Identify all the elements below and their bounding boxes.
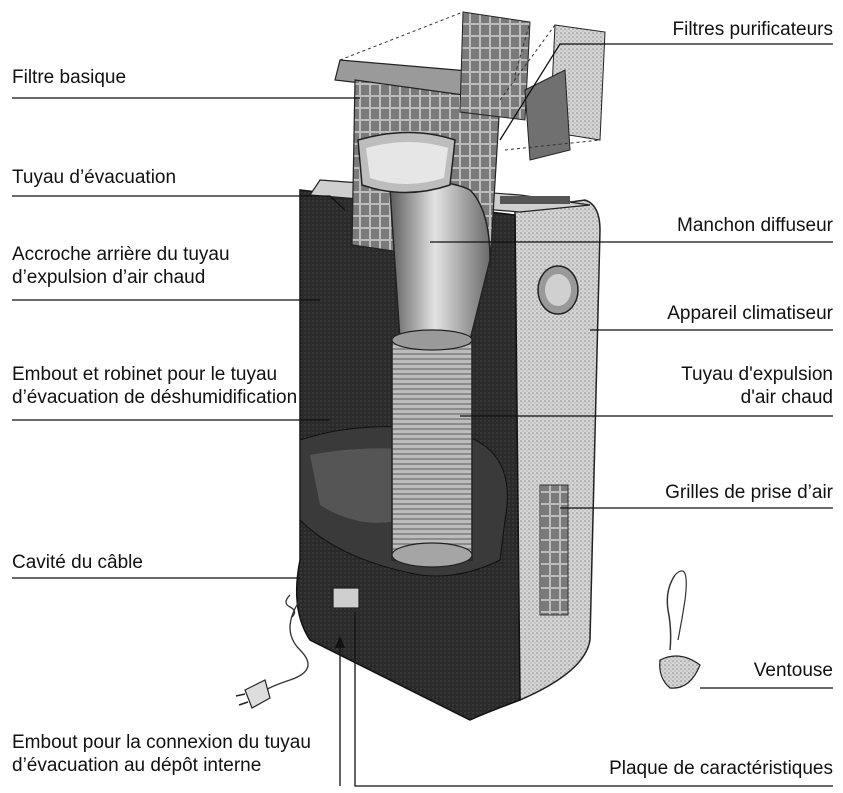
label-filtre-basique: Filtre basique <box>12 67 127 88</box>
leader-lines <box>12 43 833 787</box>
label-plaque-caracteristiques: Plaque de caractéristiques <box>609 758 833 779</box>
top-vent <box>500 196 570 204</box>
plug-icon <box>235 679 271 709</box>
label-embout-robinet: Embout et robinet pour le tuyau d’évacua… <box>12 364 298 408</box>
exhaust-hose <box>391 329 473 568</box>
label-filtres-purificateurs: Filtres purificateurs <box>672 19 834 40</box>
arrow-icon <box>335 636 345 648</box>
rating-plate <box>332 587 360 609</box>
filter-guide-lines <box>339 11 601 151</box>
diffuser-sleeve <box>357 131 491 341</box>
label-embout-connexion: Embout pour la connexion du tuyau d’évac… <box>12 732 311 776</box>
side-air-grille <box>539 484 569 616</box>
label-ventouse: Ventouse <box>753 660 833 681</box>
purifier-filters <box>459 11 606 161</box>
label-manchon-diffuseur: Manchon diffuseur <box>677 215 833 236</box>
label-accroche-arriere: Accroche arrière du tuyau d’expulsion d’… <box>12 244 230 288</box>
suction-cup-icon <box>659 570 701 689</box>
label-grilles-prise-air: Grilles de prise d’air <box>665 482 833 503</box>
label-cavite-cable: Cavité du câble <box>12 552 143 573</box>
label-tuyau-expulsion: Tuyau d'expulsion d'air chaud <box>681 364 833 408</box>
label-tuyau-evacuation: Tuyau d’évacuation <box>12 167 177 188</box>
label-appareil-climatiseur: Appareil climatiseur <box>667 303 833 324</box>
unit-side-panel <box>514 199 601 701</box>
